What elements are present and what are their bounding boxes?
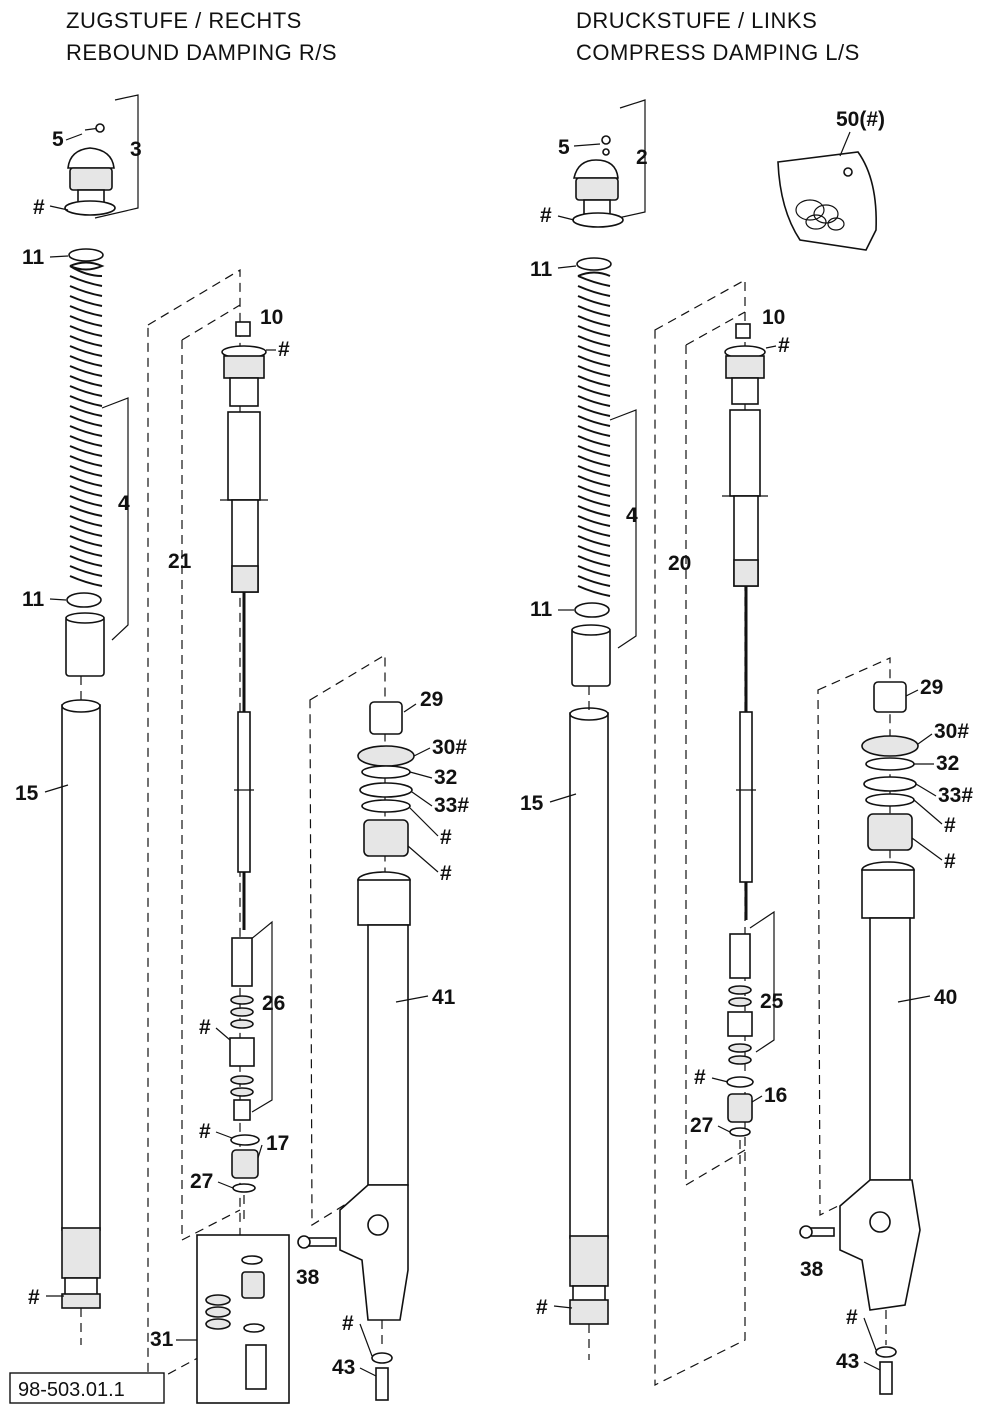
- label-hash: #: [536, 1296, 548, 1319]
- bushing-stack: [861, 681, 919, 851]
- washer-11-bottom: [66, 592, 102, 608]
- seal-kit-50: [777, 151, 877, 251]
- fork-tube-15: [569, 707, 609, 1325]
- title-rebound-en: REBOUND DAMPING R/S: [66, 40, 337, 65]
- label-hash: #: [694, 1066, 706, 1089]
- bracket-26: [249, 920, 273, 1113]
- piston-16: [726, 1076, 754, 1170]
- label-hash: #: [944, 814, 956, 837]
- label-30: 30#: [432, 736, 467, 759]
- group-20-outline: [654, 278, 746, 1386]
- label-5: 5: [52, 128, 64, 151]
- label-29: 29: [420, 688, 443, 711]
- bracket-3: [94, 94, 139, 219]
- label-16: 16: [764, 1084, 787, 1107]
- label-32: 32: [434, 766, 457, 789]
- label-41: 41: [432, 986, 456, 1009]
- lower-leg-40: [839, 861, 921, 1311]
- valve-stack-26: [229, 937, 255, 1121]
- washer-11-top: [68, 248, 104, 262]
- label-4: 4: [118, 492, 130, 515]
- label-hash: #: [778, 334, 790, 357]
- label-hash: #: [199, 1120, 211, 1143]
- title-compress-en: COMPRESS DAMPING L/S: [576, 40, 860, 65]
- damper-cartridge-21: [220, 321, 268, 930]
- label-33: 33#: [434, 794, 469, 817]
- label-10: 10: [762, 306, 785, 329]
- spacer-sleeve: [571, 627, 611, 687]
- label-hash: #: [33, 196, 45, 219]
- valve-stack-25: [727, 933, 753, 1065]
- washer-11-bottom: [574, 602, 610, 618]
- main-spring: [577, 271, 611, 597]
- label-20: 20: [668, 552, 691, 575]
- drain-bolt-43: [371, 1320, 393, 1401]
- label-5: 5: [558, 136, 570, 159]
- label-30: 30#: [934, 720, 969, 743]
- fork-tube-15: [61, 699, 101, 1309]
- title-rebound-de: ZUGSTUFE / RECHTS: [66, 8, 302, 33]
- label-10: 10: [260, 306, 283, 329]
- cap-screw-part: [64, 123, 116, 216]
- label-hash: #: [28, 1286, 40, 1309]
- rebound-leg-assembly: 5 3 # 11 4 11 15 # 10 # 21 26 # # 17 27 …: [15, 94, 469, 1404]
- label-27: 27: [190, 1170, 213, 1193]
- label-hash: #: [944, 850, 956, 873]
- axle-bolt-38: [799, 1225, 835, 1239]
- label-hash: #: [540, 204, 552, 227]
- bracket-4: [101, 397, 129, 641]
- label-hash: #: [199, 1016, 211, 1039]
- lower-leg-41: [339, 871, 411, 1321]
- label-hash: #: [440, 826, 452, 849]
- inset-parts-31: [205, 1255, 267, 1390]
- axle-bolt-38: [297, 1235, 337, 1249]
- main-spring: [69, 261, 105, 587]
- label-11: 11: [22, 246, 45, 269]
- label-11: 11: [530, 598, 553, 621]
- label-40: 40: [934, 986, 957, 1009]
- label-2: 2: [636, 146, 648, 169]
- label-33: 33#: [938, 784, 973, 807]
- label-21: 21: [168, 550, 192, 573]
- piston-17: [230, 1134, 260, 1225]
- group-41-outline: [309, 653, 386, 1227]
- washer-11-top: [576, 257, 612, 271]
- label-50: 50(#): [836, 108, 885, 131]
- label-3: 3: [130, 138, 142, 161]
- label-32: 32: [936, 752, 959, 775]
- label-17: 17: [266, 1132, 289, 1155]
- bushing-stack: [357, 701, 415, 857]
- label-38: 38: [800, 1258, 824, 1281]
- label-25: 25: [760, 990, 784, 1013]
- drawing-code-box: 98-503.01.1: [9, 1372, 165, 1404]
- label-hash: #: [846, 1306, 858, 1329]
- label-38: 38: [296, 1266, 320, 1289]
- cap-screw-part: [572, 135, 624, 228]
- label-43: 43: [332, 1356, 355, 1379]
- drain-bolt-43: [875, 1310, 897, 1395]
- label-31: 31: [150, 1328, 174, 1351]
- label-hash: #: [342, 1312, 354, 1335]
- bracket-4: [609, 409, 637, 649]
- bracket-25: [749, 910, 775, 1053]
- label-15: 15: [15, 782, 39, 805]
- compression-leg-assembly: 5 2 # 50(#) 11 4 11 15 # 10 # 20 25 # 16…: [520, 99, 973, 1395]
- bracket-2: [599, 99, 646, 223]
- label-hash: #: [440, 862, 452, 885]
- label-15: 15: [520, 792, 544, 815]
- label-26: 26: [262, 992, 285, 1015]
- damper-cartridge-20: [722, 323, 768, 920]
- label-11: 11: [22, 588, 45, 611]
- drawing-code: 98-503.01.1: [18, 1379, 125, 1401]
- spacer-sleeve: [65, 615, 105, 677]
- label-hash: #: [278, 338, 290, 361]
- label-29: 29: [920, 676, 943, 699]
- label-27: 27: [690, 1114, 713, 1137]
- label-43: 43: [836, 1350, 859, 1373]
- label-11: 11: [530, 258, 553, 281]
- label-4: 4: [626, 504, 638, 527]
- title-compress-de: DRUCKSTUFE / LINKS: [576, 8, 817, 33]
